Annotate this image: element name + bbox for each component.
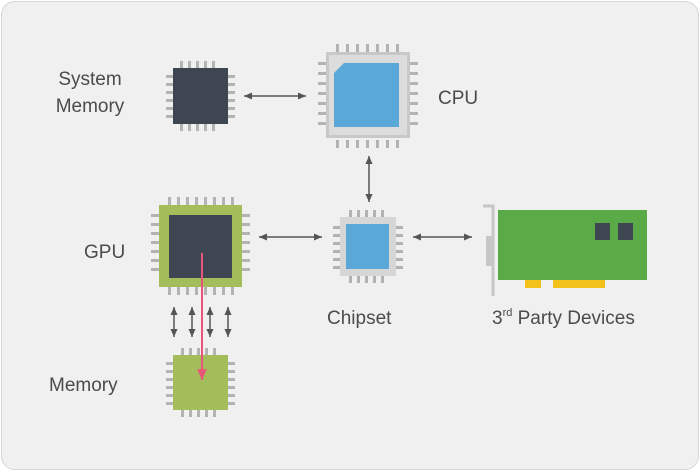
cpu-label: CPU bbox=[438, 88, 479, 109]
chipset-chip-icon bbox=[333, 210, 403, 283]
third-party-devices-label: 3rd Party Devices bbox=[492, 307, 635, 330]
gpu-label: GPU bbox=[84, 242, 126, 263]
memory-label: Memory bbox=[49, 375, 118, 396]
gpu-chip-icon bbox=[151, 197, 250, 295]
cpu-chip-icon bbox=[318, 44, 418, 148]
data-path bbox=[197, 252, 472, 380]
chipset-label: Chipset bbox=[327, 308, 392, 329]
arrows-gpu-memory bbox=[170, 307, 232, 337]
expansion-card-icon bbox=[483, 204, 647, 296]
gpu-memory-chip-icon bbox=[166, 348, 235, 417]
system-memory-label: System Memory bbox=[55, 69, 125, 117]
system-memory-chip-icon bbox=[166, 61, 235, 131]
